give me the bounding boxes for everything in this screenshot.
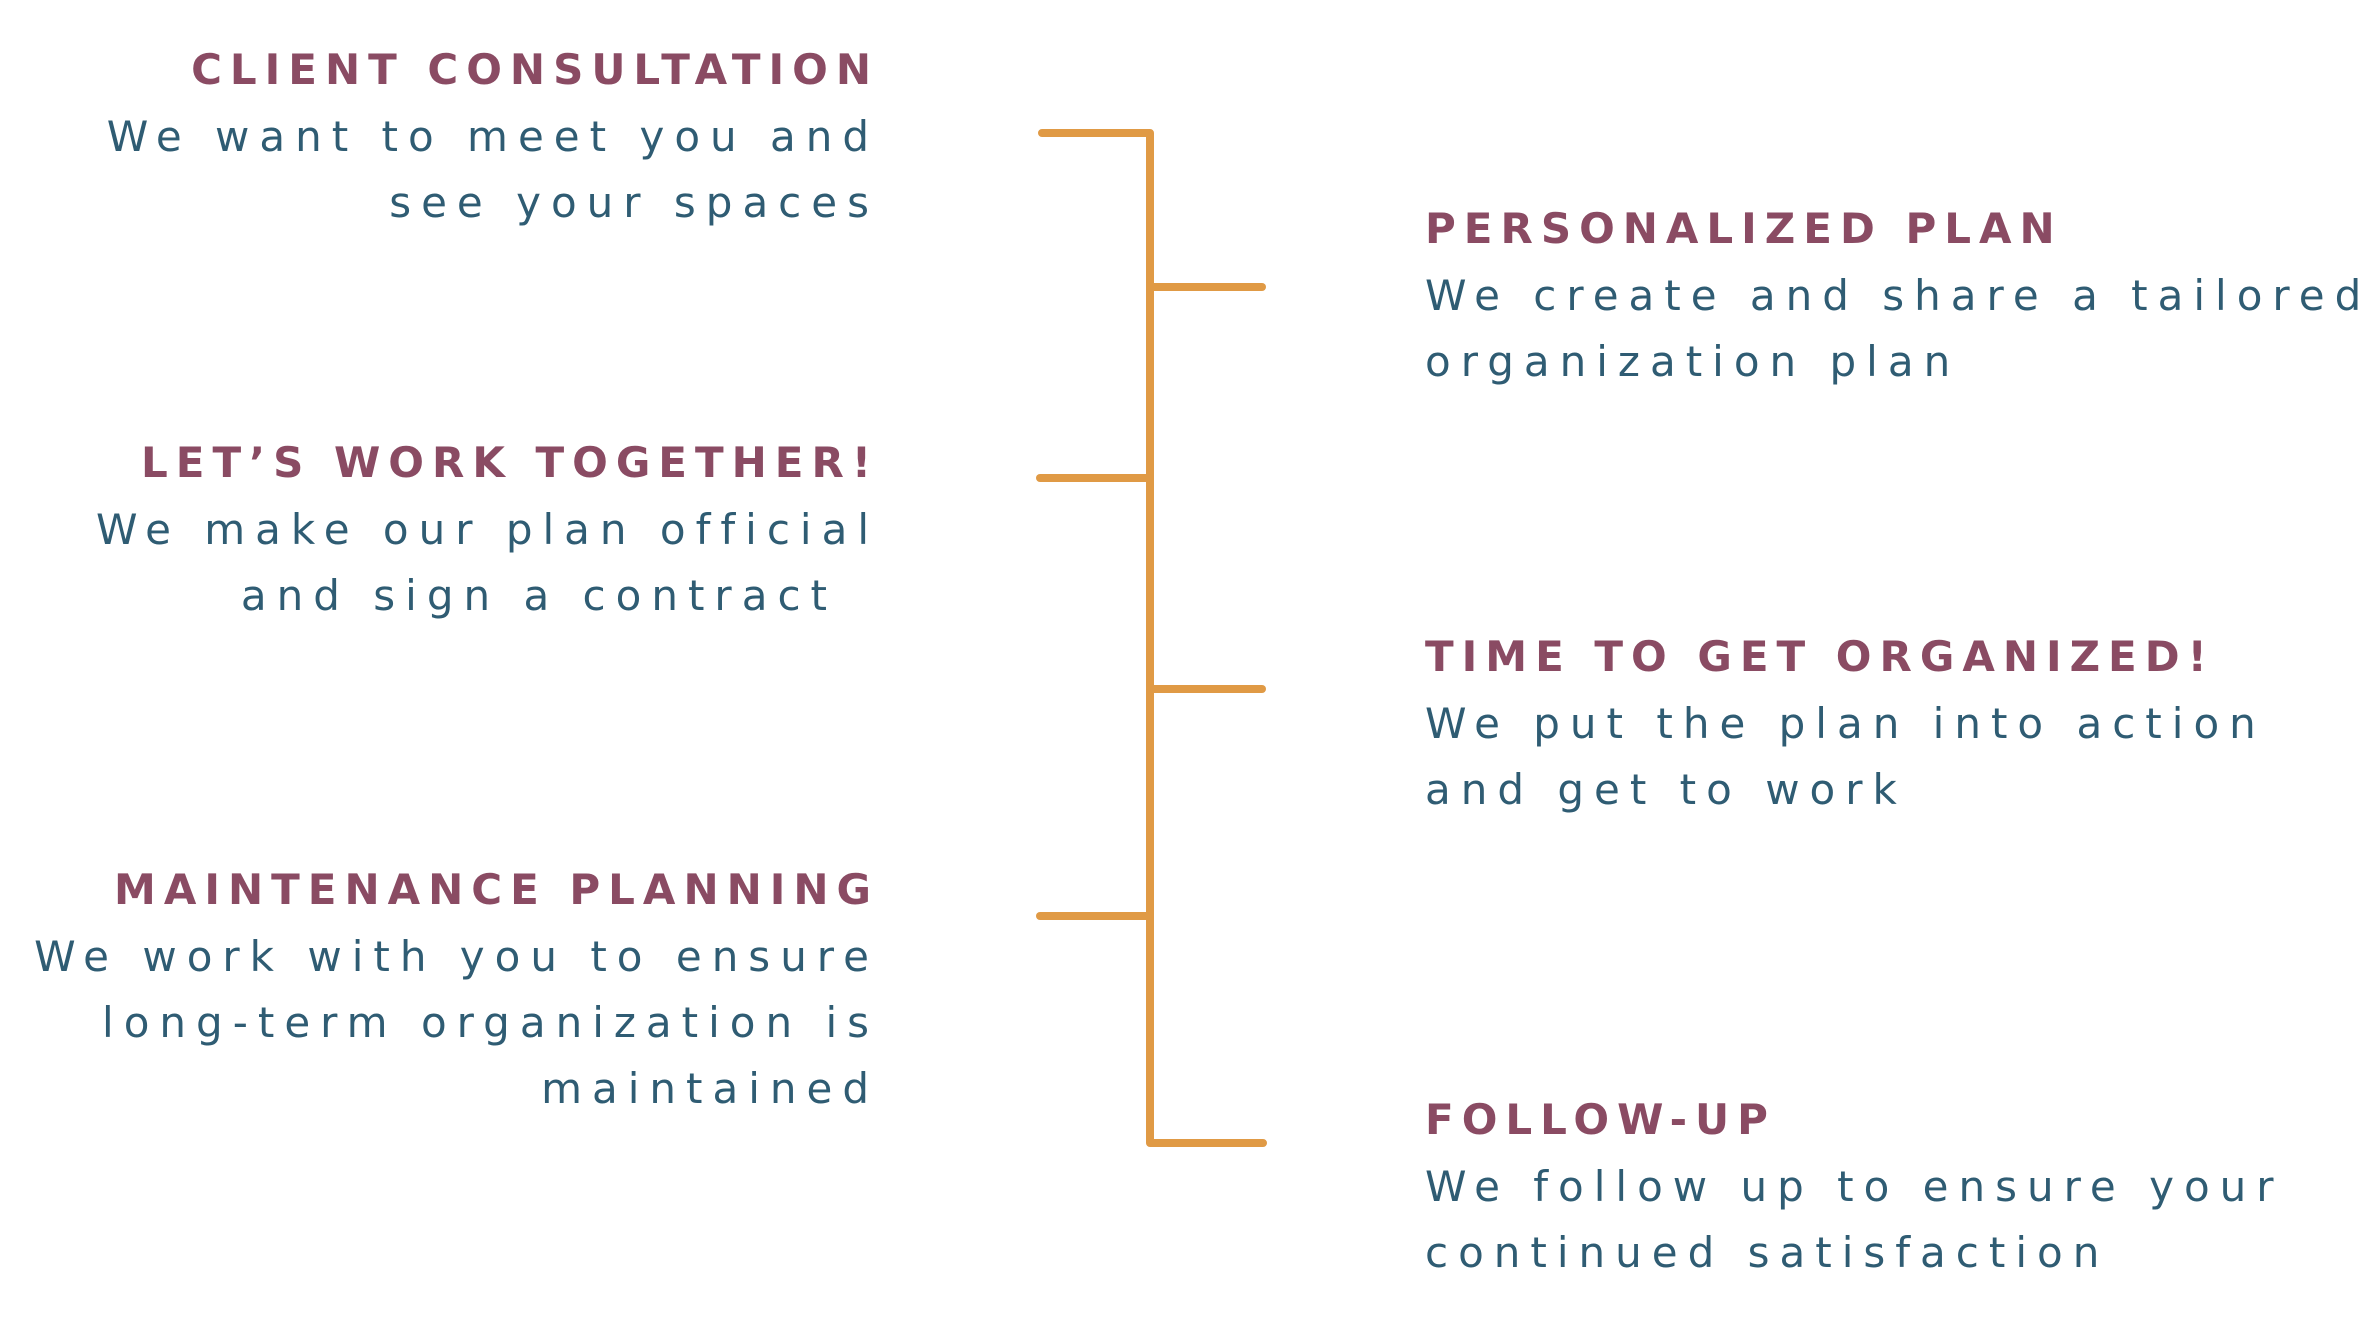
step-title: TIME TO GET ORGANIZED! <box>1425 632 2215 681</box>
step-description: We follow up to ensure your continued sa… <box>1425 1154 2284 1286</box>
step-description: We create and share a tailored organizat… <box>1425 263 2371 395</box>
step-description-line: and get to work <box>1425 765 1907 814</box>
step-description-line: organization plan <box>1425 337 1961 386</box>
step-personalized-plan: PERSONALIZED PLAN We create and share a … <box>1425 203 2371 395</box>
step-description-line: We follow up to ensure your <box>1425 1162 2284 1211</box>
step-title: FOLLOW-UP <box>1425 1095 1776 1144</box>
step-description-line: long-term organization is <box>102 998 879 1047</box>
step-title: LET’S WORK TOGETHER! <box>141 438 879 487</box>
step-follow-up: FOLLOW-UP We follow up to ensure your co… <box>1425 1094 2284 1286</box>
step-client-consultation: CLIENT CONSULTATION We want to meet you … <box>107 44 879 236</box>
step-title: MAINTENANCE PLANNING <box>114 865 879 914</box>
step-title: CLIENT CONSULTATION <box>191 45 879 94</box>
step-description-line: maintained <box>541 1064 879 1113</box>
step-title: PERSONALIZED PLAN <box>1425 204 2063 253</box>
step-description: We make our plan official and sign a con… <box>96 497 879 629</box>
step-description-line: We work with you to ensure <box>34 932 879 981</box>
step-description-line: see your spaces <box>389 178 879 227</box>
step-description-line: We create and share a tailored <box>1425 271 2372 320</box>
step-description-line: We make our plan official <box>96 505 879 554</box>
step-description-line: We put the plan into action <box>1425 699 2266 748</box>
step-description: We want to meet you and see your spaces <box>107 104 879 236</box>
step-description-line: We want to meet you and <box>106 112 879 161</box>
step-description-line: continued satisfaction <box>1425 1228 2110 1277</box>
step-time-to-get-organized: TIME TO GET ORGANIZED! We put the plan i… <box>1425 631 2266 823</box>
step-lets-work-together: LET’S WORK TOGETHER! We make our plan of… <box>96 437 879 629</box>
step-maintenance-planning: MAINTENANCE PLANNING We work with you to… <box>34 864 879 1122</box>
step-description: We work with you to ensure long-term org… <box>34 924 879 1122</box>
timeline-spine <box>1038 129 1267 1147</box>
step-description: We put the plan into action and get to w… <box>1425 691 2266 823</box>
step-description-line: and sign a contract <box>240 571 837 620</box>
